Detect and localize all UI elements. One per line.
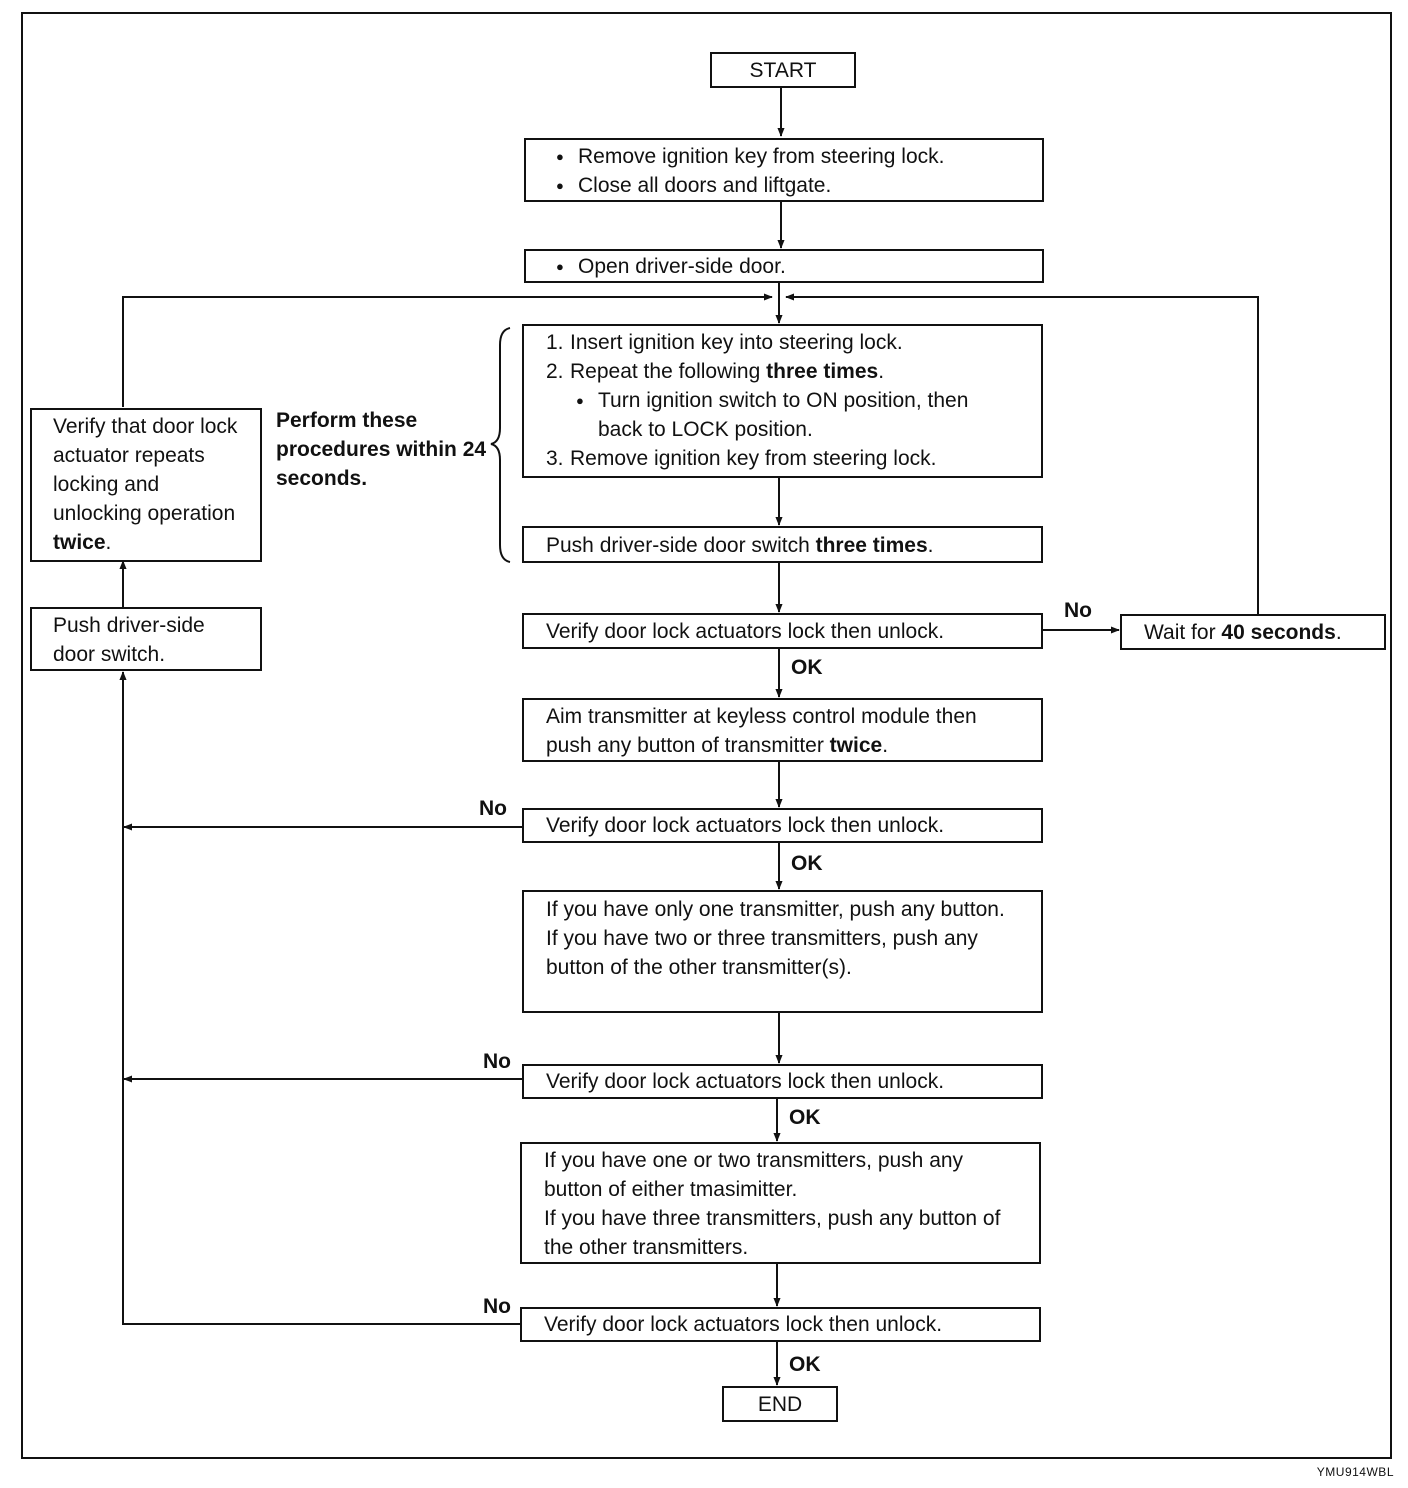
left-verify-step: Verify that door lock actuator repeats l…: [30, 408, 262, 562]
loop-left-to-steps: [122, 293, 773, 407]
end-terminal: END: [722, 1386, 838, 1422]
ok-label-3: OK: [789, 1106, 821, 1129]
start-label: START: [749, 58, 817, 82]
time-note: Perform these procedures within 24 secon…: [276, 409, 487, 490]
ok-label-1: OK: [791, 656, 823, 679]
step-2: 2.Repeat the following three times. Turn…: [546, 357, 1041, 444]
no-label-4: No: [483, 1295, 511, 1318]
step-3: 3.Remove ignition key from steering lock…: [546, 447, 937, 470]
ok-label-2: OK: [791, 852, 823, 875]
wait-step: Wait for 40 seconds.: [1120, 614, 1386, 650]
no-label-3: No: [483, 1050, 511, 1073]
ok-label-4: OK: [789, 1353, 821, 1376]
prep-item: Close all doors and liftgate.: [552, 171, 1042, 200]
transmitter-step-2: If you have one or two transmitters, pus…: [520, 1142, 1041, 1264]
verify-box-2: Verify door lock actuators lock then unl…: [522, 808, 1043, 843]
brace: [490, 327, 511, 563]
left-push-step: Push driver-side door switch.: [30, 607, 262, 671]
verify-box-3: Verify door lock actuators lock then unl…: [522, 1064, 1043, 1099]
verify-box-4: Verify door lock actuators lock then unl…: [520, 1307, 1041, 1342]
diagram-frame: [21, 12, 1392, 1459]
prep-step: Remove ignition key from steering lock. …: [524, 138, 1044, 202]
loop-wait-to-steps: [785, 293, 1259, 614]
figure-code: YMU914WBL: [1316, 1465, 1394, 1479]
verify-box-1: Verify door lock actuators lock then unl…: [522, 613, 1043, 649]
prep-item: Remove ignition key from steering lock.: [552, 142, 1042, 171]
step-1: 1.Insert ignition key into steering lock…: [546, 331, 903, 354]
ignition-steps: 1.Insert ignition key into steering lock…: [522, 324, 1043, 478]
start-terminal: START: [710, 52, 856, 88]
ignition-steps-list: 1.Insert ignition key into steering lock…: [546, 328, 1041, 473]
prep-list: Remove ignition key from steering lock. …: [552, 142, 1042, 200]
transmitter-step-1: If you have only one transmitter, push a…: [522, 890, 1043, 1013]
step-2-sub: Turn ignition switch to ON position, the…: [546, 386, 1018, 444]
no-label-1: No: [1064, 599, 1092, 622]
no-label-2: No: [479, 797, 507, 820]
end-label: END: [757, 1392, 803, 1416]
push-switch-step: Push driver-side door switch three times…: [522, 526, 1043, 563]
aim-step: Aim transmitter at keyless control modul…: [522, 698, 1043, 762]
line-verify4-no-left: [122, 1258, 520, 1325]
open-door-text: Open driver-side door.: [552, 252, 1042, 281]
open-door-step: Open driver-side door.: [524, 249, 1044, 283]
